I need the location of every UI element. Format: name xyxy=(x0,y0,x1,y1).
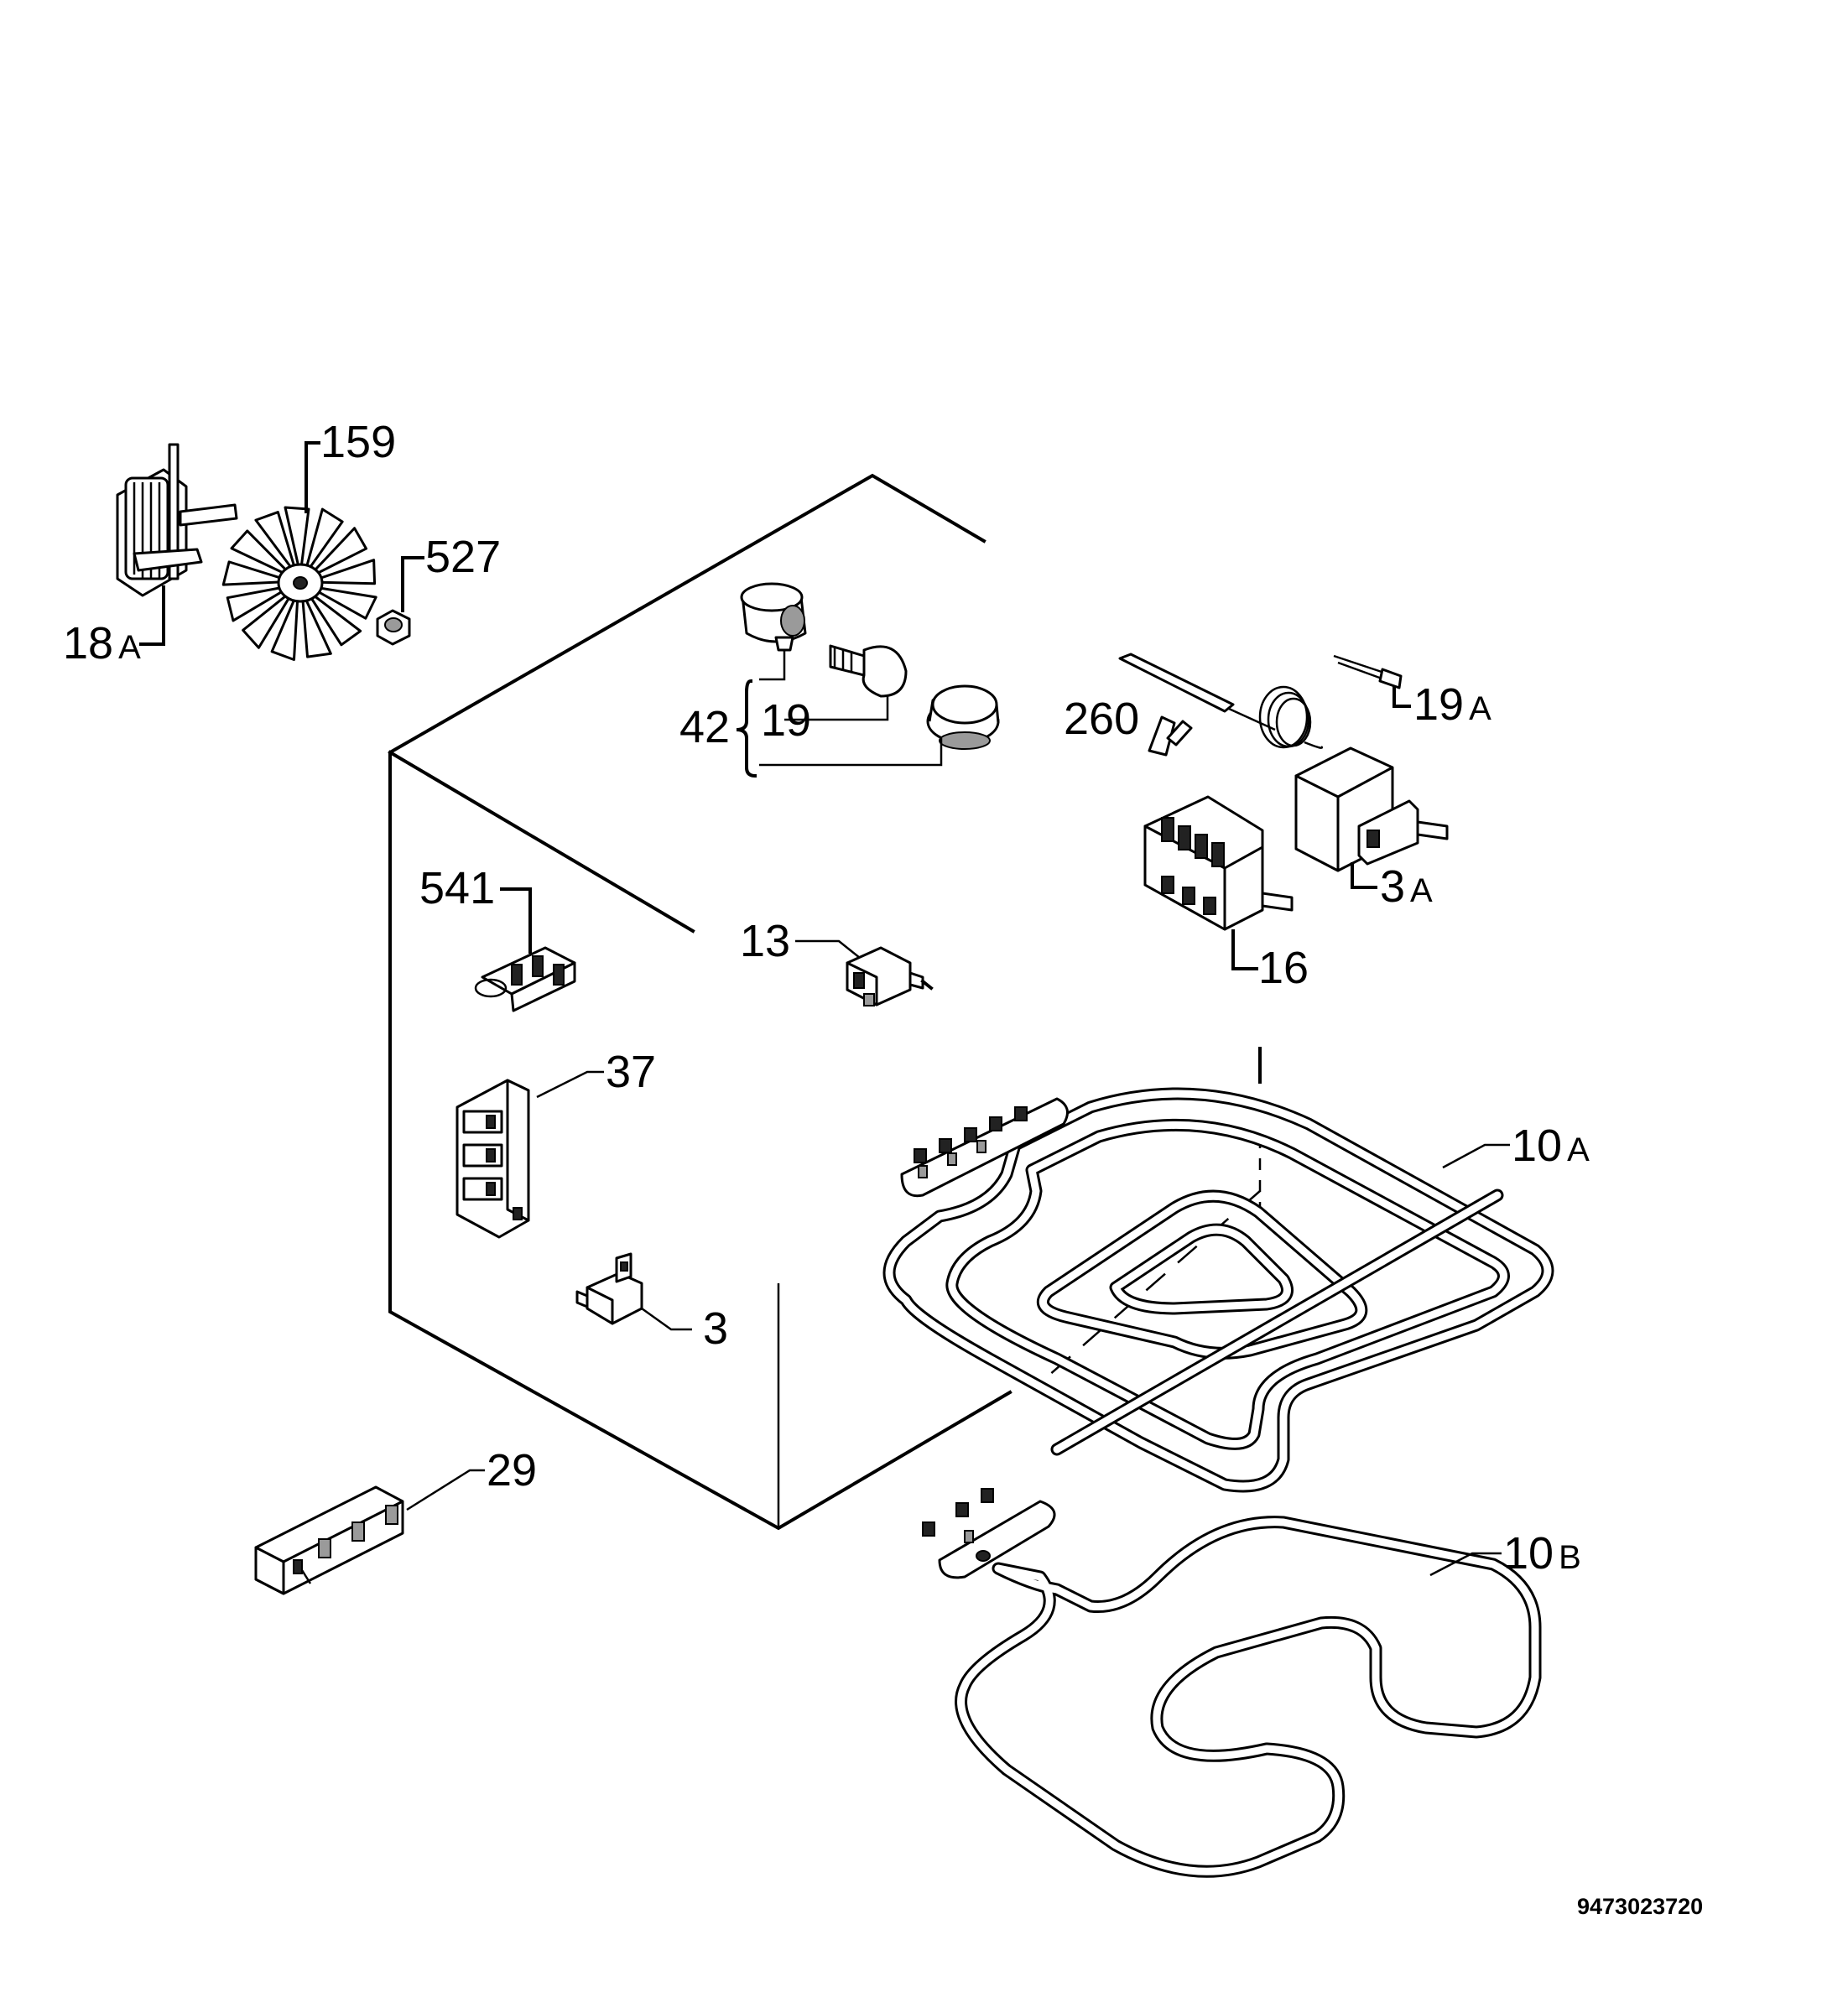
push-switch-part xyxy=(846,946,934,1006)
fan-motor-leader xyxy=(139,585,165,646)
fan-nut-leader xyxy=(401,556,424,612)
label-541: 541 xyxy=(419,863,495,913)
label-42: 42 xyxy=(679,702,730,752)
upper-heating-element-part xyxy=(882,1087,1554,1493)
label-527: 527 xyxy=(425,532,501,582)
push-switch-leader xyxy=(795,939,861,959)
label-260: 260 xyxy=(1064,694,1139,744)
fan-blade-leader xyxy=(305,441,320,513)
label-37: 37 xyxy=(606,1047,656,1097)
sensor-probe-leader xyxy=(1393,686,1411,708)
lamp-assembly-brace xyxy=(736,650,943,778)
fan-motor-part xyxy=(116,443,238,597)
selector-switch-part xyxy=(1143,795,1294,931)
label-19: 19 xyxy=(761,695,811,746)
drawing-code: 9473023720 xyxy=(1577,1894,1703,1919)
fan-nut-part xyxy=(376,609,411,646)
connector-leader xyxy=(641,1307,692,1331)
ignition-block-leader xyxy=(406,1469,485,1511)
lower-heating-element-leader xyxy=(1429,1552,1502,1577)
upper-heating-element-leader xyxy=(1442,1143,1510,1169)
terminal-leader xyxy=(500,887,532,954)
label-13: 13 xyxy=(740,916,790,966)
terminal-block-part xyxy=(455,1079,530,1239)
ignition-block-part xyxy=(254,1485,404,1595)
terminal-part xyxy=(474,946,576,1012)
selector-switch-leader xyxy=(1231,929,1258,970)
lamp-holder-part xyxy=(740,582,807,652)
thermostat-leader xyxy=(1351,862,1377,889)
clip-part xyxy=(1148,715,1193,757)
lower-heating-element-part xyxy=(922,1488,1542,1878)
lamp-bulb-part xyxy=(829,644,908,698)
lamp-cover-part xyxy=(926,684,1000,750)
sensor-probe-part xyxy=(1333,654,1403,689)
fan-blade-part xyxy=(221,506,378,661)
label-29: 29 xyxy=(487,1445,537,1495)
label-16: 16 xyxy=(1258,943,1309,993)
oven-cavity-outline xyxy=(388,473,1262,1531)
terminal-block-leader xyxy=(536,1070,604,1099)
connector-part xyxy=(575,1252,643,1325)
label-159: 159 xyxy=(320,417,396,467)
label-3: 3 xyxy=(703,1303,728,1354)
thermostat-part xyxy=(1118,653,1449,872)
